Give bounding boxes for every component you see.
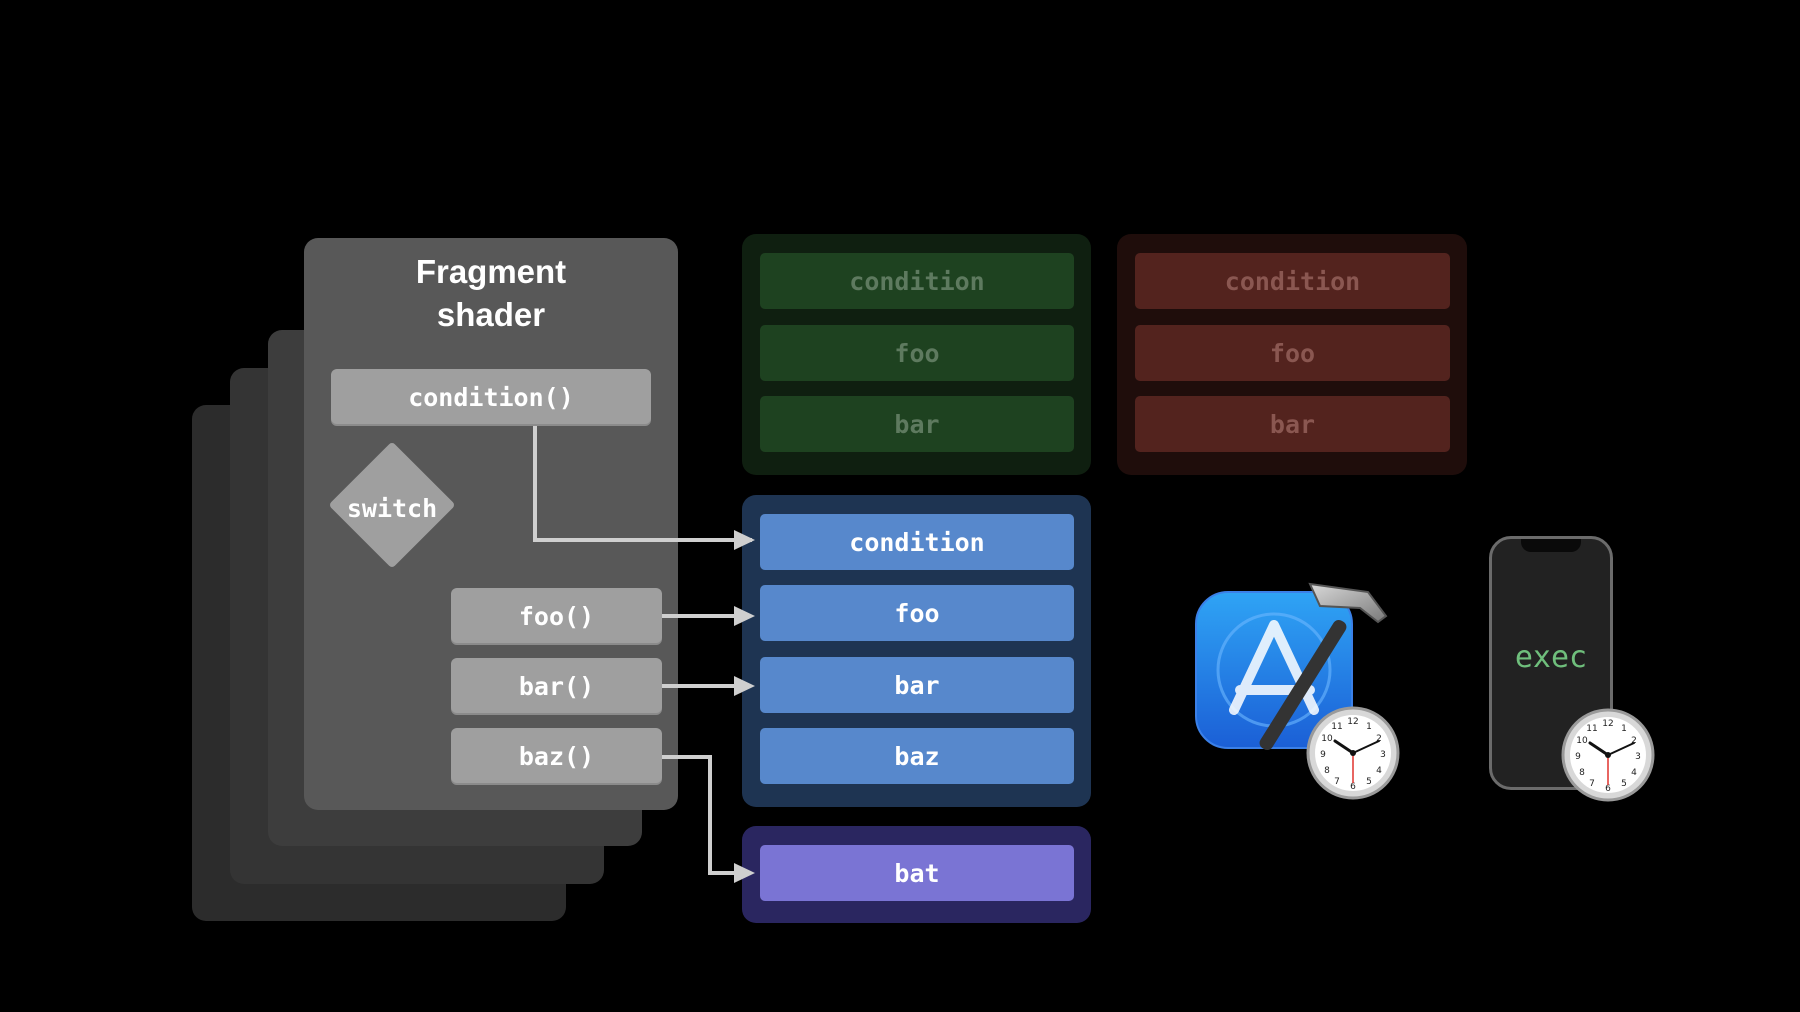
- exec-label: exec: [1514, 640, 1588, 675]
- svg-text:1: 1: [1621, 724, 1627, 734]
- condition-function-block: condition(): [331, 369, 651, 426]
- blue-row-bar: bar: [760, 657, 1074, 713]
- svg-text:4: 4: [1631, 768, 1637, 778]
- svg-text:5: 5: [1621, 779, 1627, 789]
- red-row-condition: condition: [1135, 253, 1450, 309]
- svg-text:6: 6: [1350, 782, 1356, 792]
- svg-text:3: 3: [1635, 752, 1641, 762]
- svg-text:6: 6: [1605, 784, 1611, 794]
- svg-text:12: 12: [1347, 717, 1358, 727]
- svg-text:12: 12: [1602, 719, 1613, 729]
- svg-text:2: 2: [1376, 734, 1382, 744]
- svg-text:1: 1: [1366, 722, 1372, 732]
- foo-function-block: foo(): [451, 588, 662, 645]
- clock-icon: 12 3 6 9 12 45 78 10 11: [1306, 706, 1400, 800]
- svg-text:5: 5: [1366, 777, 1372, 787]
- fragment-shader-title: Fragment shader: [304, 250, 678, 336]
- blue-row-baz: baz: [760, 728, 1074, 784]
- baz-function-block: baz(): [451, 728, 662, 785]
- green-row-bar: bar: [760, 396, 1074, 452]
- shader-title-line1: Fragment: [415, 253, 567, 290]
- svg-text:10: 10: [1576, 736, 1588, 746]
- svg-text:4: 4: [1376, 766, 1382, 776]
- svg-text:11: 11: [1331, 722, 1342, 732]
- svg-text:2: 2: [1631, 736, 1637, 746]
- svg-text:8: 8: [1579, 768, 1585, 778]
- shader-title-line2: shader: [436, 296, 546, 333]
- svg-text:8: 8: [1324, 766, 1330, 776]
- green-row-foo: foo: [760, 325, 1074, 381]
- svg-text:7: 7: [1334, 777, 1340, 787]
- clock-icon: 12 3 6 9 12 45 78 10 11: [1561, 708, 1655, 802]
- blue-row-foo: foo: [760, 585, 1074, 641]
- svg-text:7: 7: [1589, 779, 1595, 789]
- purple-row-bat: bat: [760, 845, 1074, 901]
- svg-text:11: 11: [1586, 724, 1597, 734]
- blue-row-condition: condition: [760, 514, 1074, 570]
- switch-label: switch: [346, 494, 438, 523]
- bar-function-block: bar(): [451, 658, 662, 715]
- green-row-condition: condition: [760, 253, 1074, 309]
- svg-text:10: 10: [1321, 734, 1333, 744]
- xcode-icon: [1195, 582, 1388, 751]
- svg-text:9: 9: [1320, 750, 1326, 760]
- svg-text:9: 9: [1575, 752, 1581, 762]
- iphone-notch: [1521, 539, 1581, 552]
- red-row-foo: foo: [1135, 325, 1450, 381]
- svg-text:3: 3: [1380, 750, 1386, 760]
- red-row-bar: bar: [1135, 396, 1450, 452]
